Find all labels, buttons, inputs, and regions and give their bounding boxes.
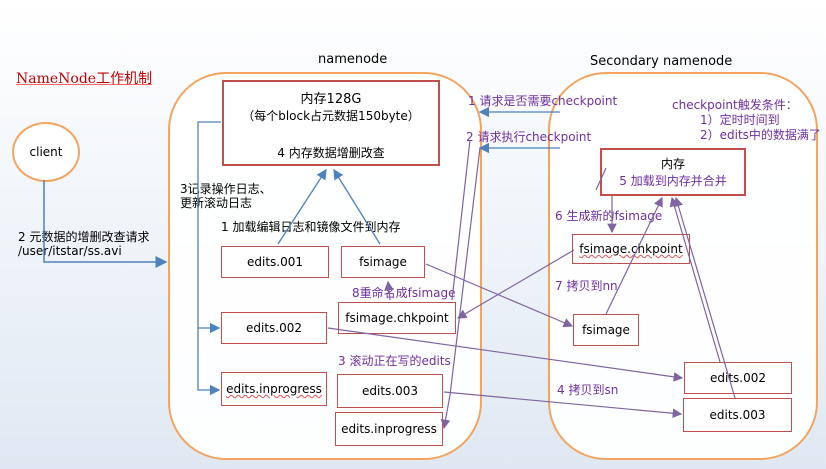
- nn-fsimage-box: fsimage: [341, 246, 425, 278]
- sn-fsimage-box: fsimage: [573, 314, 639, 346]
- sn-memory-line2: 5 加载到内存并合并: [619, 174, 727, 188]
- client-node: client: [12, 122, 80, 182]
- nn-edits-inprogress2-label: edits.inprogress: [341, 422, 437, 436]
- sn-fsimage-chkpoint-box: fsimage.chkpoint: [572, 234, 690, 264]
- sn-memory-box: 内存 5 加载到内存并合并: [600, 148, 746, 196]
- nn-memory-box: 内存128G （每个block占元数据150byte） 4 内存数据增删改查: [222, 80, 440, 166]
- nn-edits002-label: edits.002: [245, 321, 302, 335]
- nn-fsimage-label: fsimage: [359, 255, 407, 269]
- diagram-title: NameNode工作机制: [16, 71, 153, 87]
- trigger-title: checkpoint触发条件：: [672, 98, 798, 112]
- nn-edits001-box: edits.001: [221, 246, 329, 278]
- nn-edits001-label: edits.001: [246, 255, 303, 269]
- nn-memory-line3: 4 内存数据增删改查: [277, 146, 385, 160]
- trigger-condition-1: 1）定时时间到: [700, 113, 780, 127]
- step2-execute-checkpoint: 2 请求执行checkpoint: [466, 130, 592, 144]
- nn-edits-inprogress-box: edits.inprogress: [221, 372, 327, 406]
- sn-fsimage-chkpoint-label: fsimage.chkpoint: [579, 242, 683, 256]
- step3-roll-edits: 3 滚动正在写的edits: [338, 354, 451, 368]
- nn-edits003-label: edits.003: [361, 384, 418, 398]
- secondary-namenode-label: Secondary namenode: [590, 54, 733, 69]
- nn-memory-line2: （每个block占元数据150byte）: [242, 109, 420, 123]
- step6-new-fsimage: 6 生成新的fsimage: [555, 209, 663, 223]
- step1-load-files: 1 加载编辑日志和镜像文件到内存: [221, 220, 401, 234]
- step7-copy-to-nn: 7 拷贝到nn: [555, 279, 618, 293]
- nn-edits003-box: edits.003: [337, 374, 443, 408]
- nn-edits-inprogress-label: edits.inprogress: [226, 382, 322, 396]
- sn-fsimage-label: fsimage: [582, 323, 630, 337]
- sn-memory-line1: 内存: [660, 157, 685, 171]
- nn-edits-inprogress2-box: edits.inprogress: [335, 412, 443, 446]
- client-label: client: [29, 145, 63, 159]
- client-request-line2: /user/itstar/ss.avi: [18, 244, 122, 258]
- sn-edits003-box: edits.003: [683, 398, 792, 432]
- step8-rename: 8重命名成fsimage: [352, 286, 456, 300]
- sn-edits002-box: edits.002: [684, 362, 792, 394]
- nn-fsimage-chkpoint-box: fsimage.chkpoint: [338, 302, 456, 334]
- nn-memory-line1: 内存128G: [300, 92, 362, 107]
- nn-fsimage-chkpoint-label: fsimage.chkpoint: [345, 311, 449, 325]
- trigger-condition-2: 2）edits中的数据满了: [700, 128, 821, 142]
- step3-log-line2: 更新滚动日志: [180, 196, 253, 210]
- sn-edits003-label: edits.003: [709, 408, 766, 422]
- step4-copy-to-sn: 4 拷贝到sn: [557, 383, 619, 397]
- client-request-line1: 2 元数据的增删改查请求: [18, 230, 150, 244]
- namenode-label: namenode: [318, 52, 388, 67]
- nn-edits002-box: edits.002: [221, 312, 327, 344]
- sn-edits002-label: edits.002: [709, 371, 766, 385]
- step1-request-checkpoint: 1 请求是否需要checkpoint: [468, 94, 618, 108]
